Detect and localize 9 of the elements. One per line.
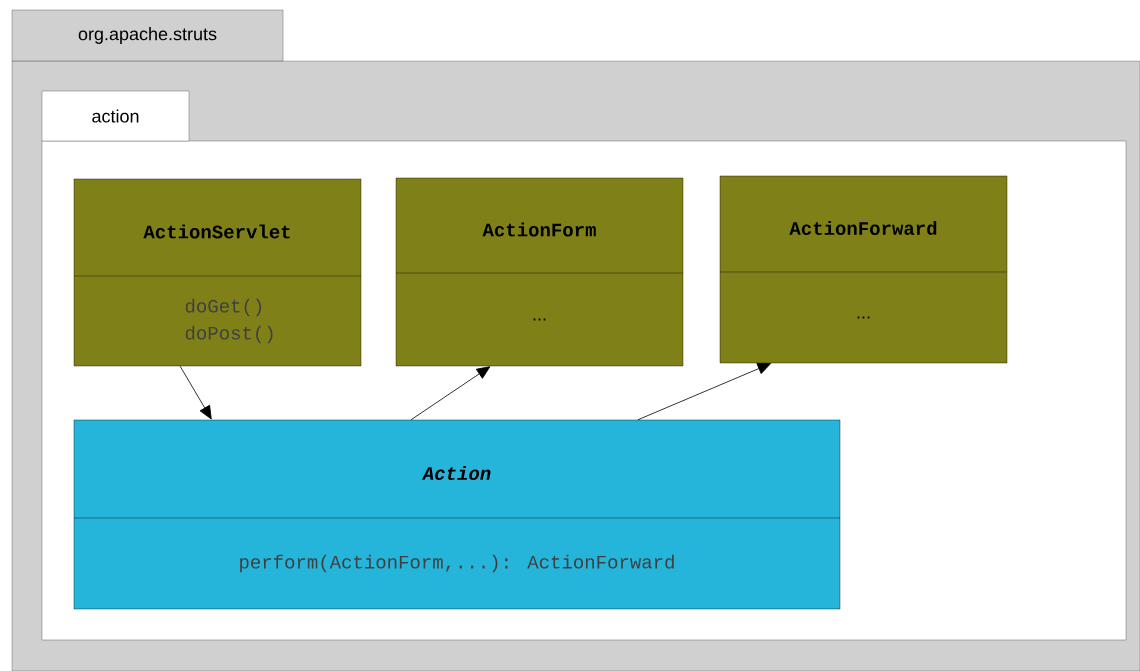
arrow — [179, 365, 212, 420]
arrow — [410, 366, 491, 421]
class-box: Action perform(ActionForm,...): ActionForward — [73, 419, 841, 610]
class-box: ActionForm ... — [395, 177, 684, 367]
node-label: action — [92, 109, 139, 123]
node-label: org.apache.struts — [78, 27, 217, 44]
class-box: ActionForward ... — [719, 175, 1008, 364]
class-box: ActionServlet doGet() doPost() — [73, 178, 362, 367]
arrow — [637, 363, 771, 421]
